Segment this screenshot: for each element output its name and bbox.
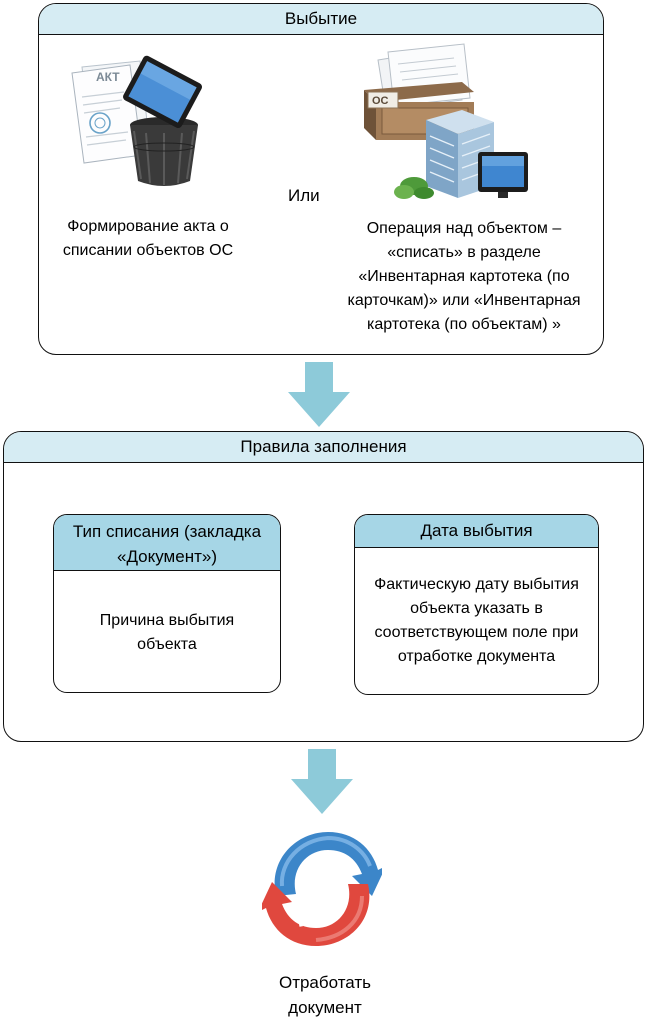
or-label: Или bbox=[288, 186, 320, 205]
debit-credit-posting-icon: Дт Кт bbox=[262, 832, 382, 946]
credit-label: Кт bbox=[294, 901, 326, 933]
post-document-caption: Отработать документ bbox=[278, 973, 372, 1017]
down-arrow-icon bbox=[291, 749, 353, 814]
write-off-type-body: Причина выбытия объекта bbox=[99, 612, 235, 653]
disposal-date-body: Фактическую дату выбытия объекта указать… bbox=[374, 576, 579, 665]
act-label: АКТ bbox=[96, 70, 120, 84]
act-disposal-illustration: АКТ bbox=[71, 55, 202, 186]
filling-rules-title: Правила заполнения bbox=[4, 432, 643, 463]
disposal-date-card: Дата выбытия Фактическую дату выбытия об… bbox=[354, 514, 599, 695]
down-arrow-icon bbox=[288, 362, 350, 427]
act-formation-caption: Формирование акта о списании объектов ОС bbox=[62, 218, 234, 259]
folder-label: ОС bbox=[372, 95, 389, 107]
disposal-date-title: Дата выбытия bbox=[355, 515, 598, 548]
write-off-operation-caption: Операция над объектом – «списать» в разд… bbox=[347, 220, 581, 333]
debit-label: Дт bbox=[300, 855, 334, 887]
write-off-type-card: Тип списания (закладка «Документ») Причи… bbox=[53, 514, 281, 693]
write-off-type-title: Тип списания (закладка «Документ») bbox=[54, 515, 280, 571]
disposal-panel-title: Выбытие bbox=[39, 4, 603, 35]
fixed-assets-registry-illustration: ОС bbox=[364, 43, 528, 199]
